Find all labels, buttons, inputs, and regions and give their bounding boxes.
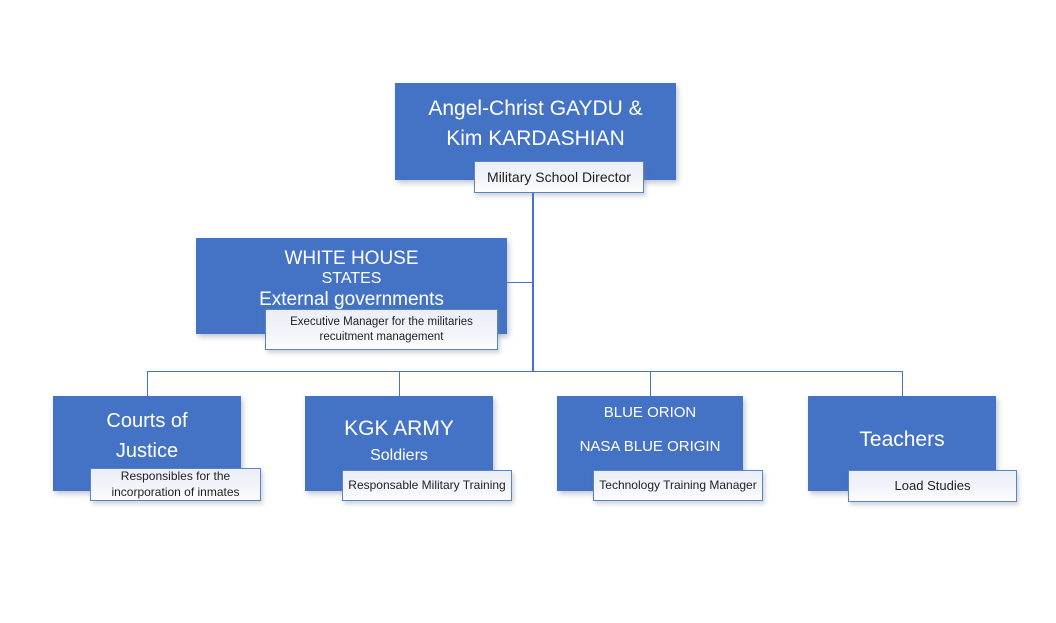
connector-drop-teachers <box>902 371 903 396</box>
node-title-line: External governments <box>259 289 444 310</box>
connector-staff-stub <box>507 282 532 283</box>
node-title-line: Angel-Christ GAYDU & <box>428 97 643 120</box>
node-title-line: Kim KARDASHIAN <box>446 127 625 150</box>
node-title-line: STATES <box>321 270 382 287</box>
role-label-kgk-army: Responsable Military Training <box>342 470 512 501</box>
node-title-line: KGK ARMY <box>344 417 454 440</box>
connector-trunk-vertical <box>532 193 534 371</box>
role-label-blue-orion: Technology Training Manager <box>593 470 763 501</box>
node-title-line: Justice <box>115 440 179 462</box>
connector-drop-kgk-army <box>399 371 400 396</box>
role-label-external-governments: Executive Manager for the militaries rec… <box>265 309 498 350</box>
node-title-line: NASA BLUE ORIGIN <box>579 438 721 455</box>
connector-drop-blue-orion <box>650 371 651 396</box>
connector-drop-courts <box>147 371 148 396</box>
role-label-director: Military School Director <box>474 161 644 193</box>
role-label-courts-of-justice: Responsibles for the incorporation of in… <box>90 468 261 501</box>
connector-rail-horizontal <box>147 371 903 372</box>
node-title-line: BLUE ORION <box>603 404 697 421</box>
node-title-line: Courts of <box>106 410 188 432</box>
role-label-teachers: Load Studies <box>848 470 1017 502</box>
node-title-line: Teachers <box>859 427 945 451</box>
node-title-line: WHITE HOUSE <box>284 248 419 269</box>
node-title-line: Soldiers <box>370 447 428 464</box>
